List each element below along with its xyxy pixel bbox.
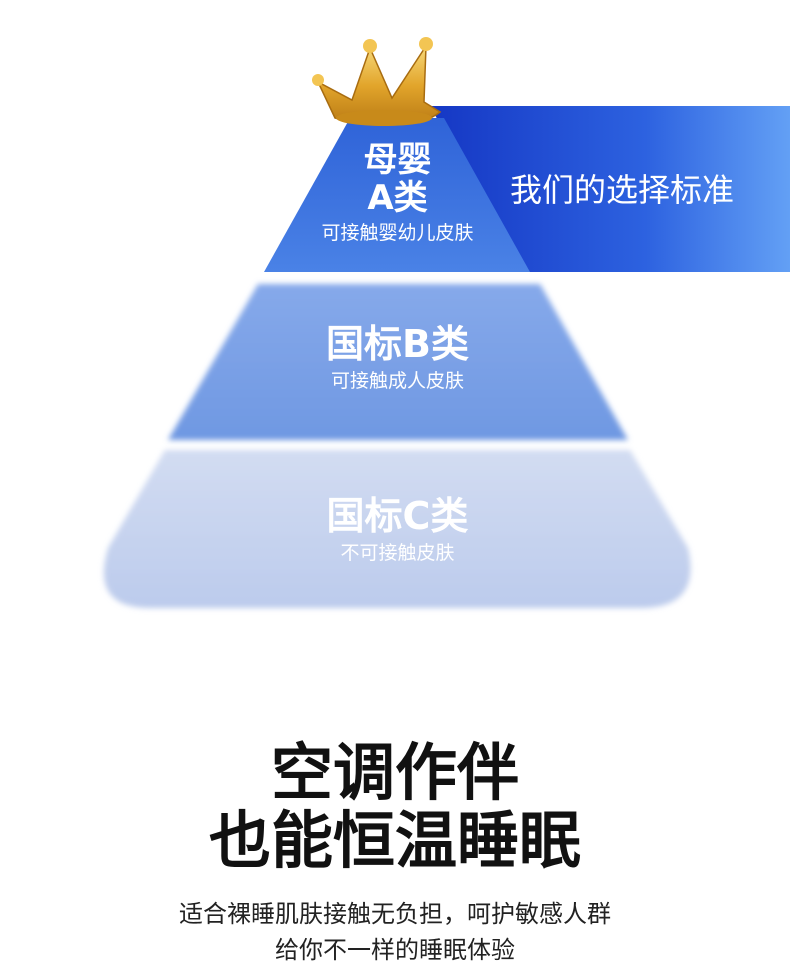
selection-banner-label: 我们的选择标准 — [510, 171, 735, 209]
tier-c-shape — [103, 450, 691, 608]
tier-a-title-line2: A类 — [367, 178, 428, 218]
crown-icon — [312, 37, 442, 126]
tier-b-subtitle: 可接触成人皮肤 — [330, 370, 464, 392]
tier-c-subtitle: 不可接触皮肤 — [340, 542, 455, 564]
tier-b-title: 国标B类 — [326, 322, 469, 366]
headline-line1: 空调作伴 — [270, 736, 519, 809]
tier-a-shape — [264, 118, 530, 272]
tier-c-title: 国标C类 — [326, 494, 469, 538]
description-line1: 适合裸睡肌肤接触无负担，呵护敏感人群 — [179, 900, 611, 928]
tier-a-subtitle: 可接触婴幼儿皮肤 — [321, 222, 474, 244]
tier-a-title-line1: 母婴 — [363, 140, 432, 180]
description-line2: 给你不一样的睡眠体验 — [275, 936, 515, 964]
selection-banner — [430, 106, 790, 272]
headline-line2: 也能恒温睡眠 — [208, 804, 581, 877]
tier-b-shape — [168, 284, 628, 440]
